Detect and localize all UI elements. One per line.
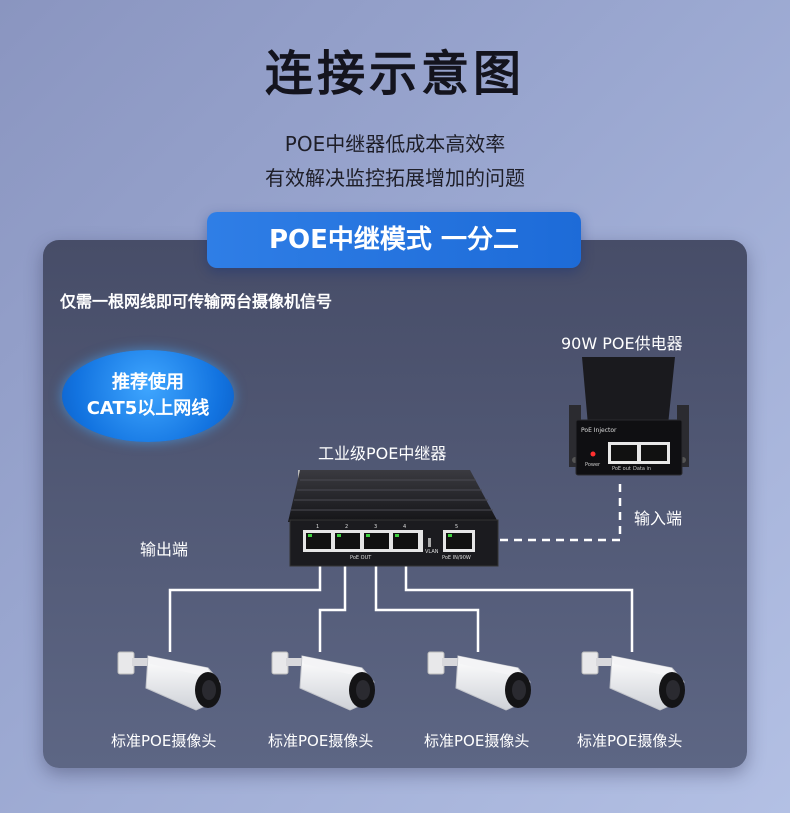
camera-1-icon — [117, 651, 221, 711]
subtitle-line-1: POE中继器低成本高效率 — [284, 132, 506, 156]
vlan-switch-icon[interactable] — [428, 538, 431, 547]
poe-out-port-4 — [393, 533, 418, 549]
poe-out-port-2 — [335, 533, 360, 549]
output-label: 输出端 — [140, 540, 189, 559]
output-cables — [168, 565, 634, 652]
mode-label: POE中继模式 一分二 — [207, 212, 581, 268]
cable-port-1 — [168, 565, 322, 652]
camera-1-label: 标准POE摄像头 — [111, 732, 217, 750]
subtitle-line-2: 有效解决监控拓展增加的问题 — [265, 166, 525, 190]
camera-3-label: 标准POE摄像头 — [424, 732, 530, 750]
poe-in-label: PoE IN/90W — [442, 555, 471, 561]
port-number-2: 2 — [345, 524, 348, 530]
badge-line-2: CAT5以上网线 — [86, 398, 210, 419]
poe-repeater: 1 2 3 4 5 PoE OUT VLAN PoE IN/90W — [288, 470, 499, 567]
camera-2-label: 标准POE摄像头 — [268, 732, 374, 750]
poe-out-port-1 — [306, 533, 331, 549]
input-label: 输入端 — [634, 509, 683, 528]
injector-data-in-port — [641, 445, 667, 461]
page-title: 连接示意图 — [264, 46, 525, 102]
port-number-1: 1 — [316, 524, 319, 530]
cable-note: 仅需一根网线即可传输两台摄像机信号 — [60, 292, 333, 311]
poe-in-port — [446, 533, 472, 549]
injector-port-out-label: PoE out — [612, 466, 631, 472]
port-number-5: 5 — [455, 524, 458, 530]
camera-3-icon — [427, 651, 531, 711]
port-number-4: 4 — [403, 524, 406, 530]
vlan-label: VLAN — [425, 549, 439, 555]
camera-4-label: 标准POE摄像头 — [577, 732, 683, 750]
repeater-title: 工业级POE中继器 — [318, 444, 447, 463]
badge-line-1: 推荐使用 — [112, 372, 184, 393]
cable-port-2 — [318, 565, 347, 652]
injector-port-in-label: Data in — [633, 466, 651, 472]
port-number-3: 3 — [374, 524, 377, 530]
cable-port-3 — [374, 565, 480, 652]
injector-power-label: Power — [585, 462, 601, 468]
injector-device-label: PoE Injector — [581, 427, 617, 434]
camera-2-icon — [271, 651, 375, 711]
poe-out-port-3 — [364, 533, 389, 549]
poe-injector: PoE Injector Power PoE out Data in — [569, 357, 689, 476]
cable-port-4 — [404, 565, 634, 652]
camera-4-icon — [581, 651, 685, 711]
injector-title: 90W POE供电器 — [561, 334, 683, 353]
injector-poe-out-port — [611, 445, 637, 461]
input-cable — [500, 480, 622, 542]
cable-recommendation-badge: 推荐使用 CAT5以上网线 — [62, 350, 234, 442]
poe-out-label: PoE OUT — [350, 555, 372, 561]
power-led-icon — [590, 451, 596, 457]
